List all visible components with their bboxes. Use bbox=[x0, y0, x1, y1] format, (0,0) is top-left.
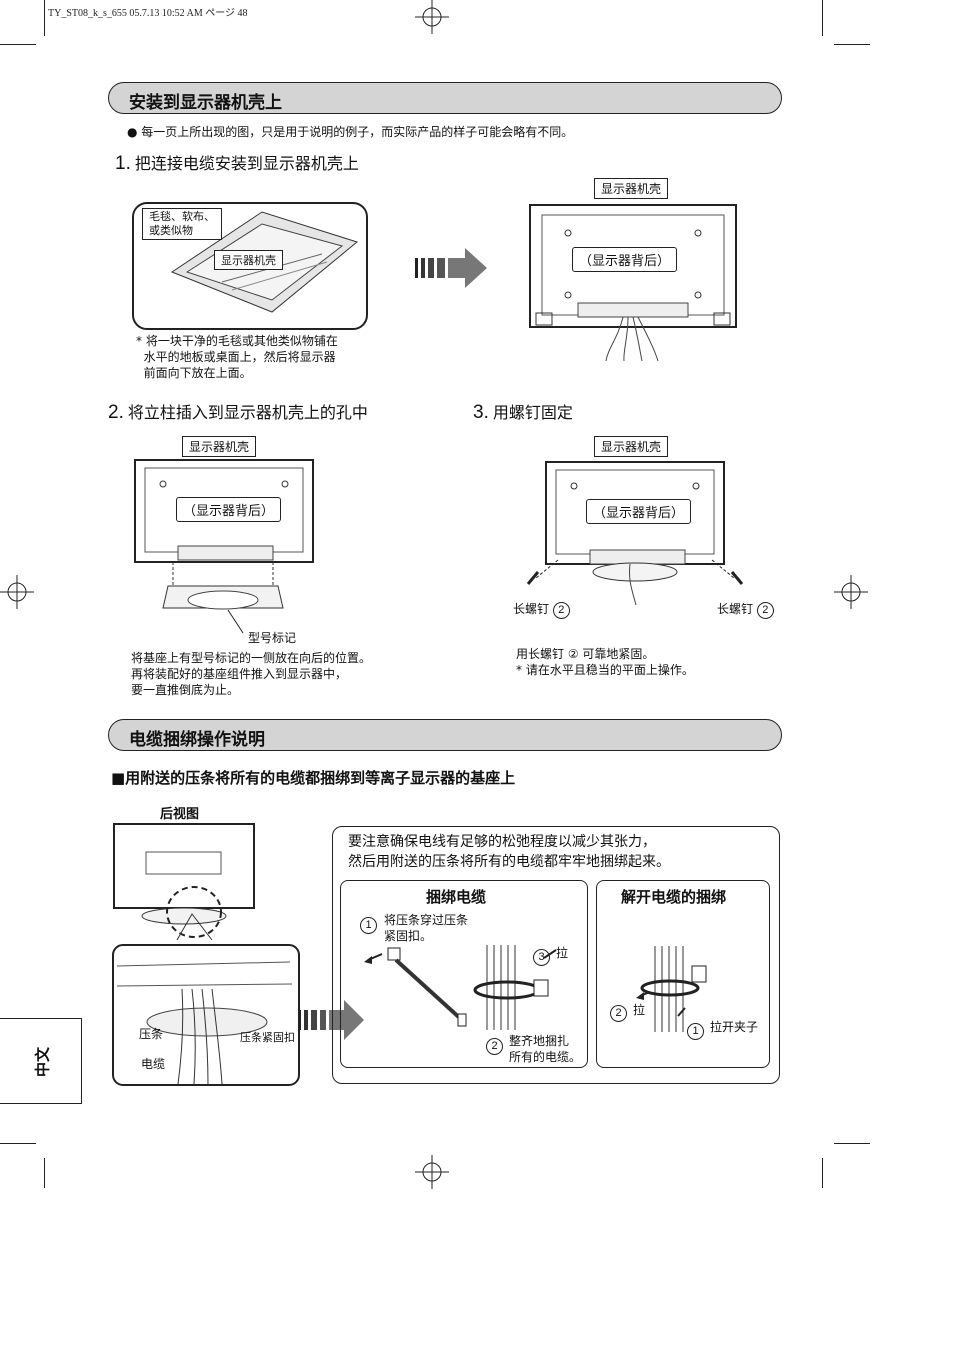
step-text: 用螺钉固定 bbox=[492, 403, 573, 422]
screw-text: 长螺钉 bbox=[513, 602, 550, 616]
crop-mark bbox=[834, 1143, 870, 1144]
language-tab: 中文 bbox=[0, 1018, 82, 1104]
bind-panel bbox=[340, 880, 588, 1068]
strip-label: 压条 bbox=[139, 1027, 164, 1041]
rear-label: （显示器背后） bbox=[176, 497, 282, 522]
step-number: 2 bbox=[486, 1038, 503, 1055]
cabinet-label: 显示器机壳 bbox=[594, 436, 669, 457]
print-header: TY_ST08_k_s_655 05.7.13 10:52 AM ページ 48 bbox=[48, 8, 248, 19]
unbind-step-2-text: 拉 bbox=[633, 1003, 646, 1017]
rear-label: （显示器背后） bbox=[572, 247, 678, 272]
registration-mark bbox=[415, 0, 449, 34]
stand-insert-illustration bbox=[134, 459, 314, 634]
screw-label-right: 长螺钉 2 bbox=[717, 601, 774, 619]
cabinet-label: 显示器机壳 bbox=[182, 436, 257, 457]
screw-label-left: 长螺钉 2 bbox=[513, 601, 570, 619]
section-title: 安装到显示器机壳上 bbox=[129, 93, 282, 113]
bind-title: 捆绑电缆 bbox=[426, 888, 487, 906]
section-title: 电缆捆绑操作说明 bbox=[129, 730, 265, 750]
cable-label: 电缆 bbox=[141, 1057, 166, 1071]
cabinet-label: 显示器机壳 bbox=[594, 178, 669, 199]
step-number: 1 bbox=[687, 1023, 704, 1040]
bind-step-1-text: 将压条穿过压条 紧固扣。 bbox=[384, 913, 469, 943]
unbind-title: 解开电缆的捆绑 bbox=[621, 888, 727, 906]
step-text: 把连接电缆安装到显示器机壳上 bbox=[134, 154, 359, 173]
registration-mark bbox=[415, 1155, 449, 1189]
unbind-step-1: 1 bbox=[687, 1019, 704, 1040]
screw-text: 长螺钉 bbox=[717, 602, 754, 616]
step-number: 1 bbox=[360, 917, 377, 934]
crop-mark bbox=[44, 1158, 45, 1188]
unbind-panel bbox=[596, 880, 770, 1068]
bind-step-1: 1 bbox=[360, 913, 377, 934]
section-banner-cable: 电缆捆绑操作说明 bbox=[108, 719, 782, 751]
arrow-right-icon bbox=[298, 1000, 364, 1040]
unbind-step-2: 2 bbox=[610, 1001, 627, 1022]
step-2-heading: 2.将立柱插入到显示器机壳上的孔中 bbox=[108, 399, 368, 424]
note: ● 每一页上所出现的图，只是用于说明的例子，而实际产品的样子可能会略有不同。 bbox=[127, 125, 574, 139]
crop-mark bbox=[822, 0, 823, 36]
unbind-illustration bbox=[636, 946, 707, 1032]
step-number: 3 bbox=[533, 949, 550, 966]
language-tab-label: 中文 bbox=[33, 1046, 52, 1078]
step-text: 将立柱插入到显示器机壳上的孔中 bbox=[127, 403, 368, 422]
screw-fix-illustration bbox=[526, 461, 744, 606]
cabinet-label: 显示器机壳 bbox=[214, 250, 283, 270]
registration-mark bbox=[0, 575, 34, 609]
bind-step-3-text: 拉 bbox=[556, 946, 569, 960]
model-mark-label: 型号标记 bbox=[248, 631, 297, 645]
cable-tie-illustration bbox=[364, 945, 557, 1030]
registration-mark bbox=[834, 575, 868, 609]
crop-mark bbox=[0, 1143, 36, 1144]
rear-label: （显示器背后） bbox=[586, 499, 692, 524]
step-number: 2 bbox=[610, 1005, 627, 1022]
clamp-label: 压条紧固扣 bbox=[240, 1031, 295, 1044]
step3-desc: 用长螺钉 ② 可靠地紧固。 * 请在水平且稳当的平面上操作。 bbox=[516, 647, 694, 677]
crop-mark bbox=[0, 44, 36, 45]
blanket-label: 毛毯、软布、 或类似物 bbox=[142, 208, 222, 240]
crop-mark bbox=[44, 0, 45, 36]
screw-number: 2 bbox=[756, 602, 774, 619]
tv-rear-illustration bbox=[529, 204, 737, 362]
bind-step-2: 2 bbox=[486, 1034, 503, 1055]
step-number: 1. bbox=[115, 153, 131, 174]
arrow-right-icon bbox=[415, 248, 487, 288]
step-1-heading: 1.把连接电缆安装到显示器机壳上 bbox=[115, 150, 359, 175]
rear-view-illustration bbox=[113, 823, 255, 941]
cable-closeup-illustration bbox=[112, 944, 300, 1086]
step-number: 2. bbox=[108, 402, 124, 423]
unbind-step-1-text: 拉开夹子 bbox=[710, 1020, 759, 1034]
step2-desc: 将基座上有型号标记的一侧放在向后的位置。 再将装配好的基座组件推入到显示器中， … bbox=[131, 651, 372, 697]
rear-view-label: 后视图 bbox=[160, 807, 200, 822]
crop-mark bbox=[822, 1158, 823, 1188]
step-3-heading: 3.用螺钉固定 bbox=[473, 399, 573, 424]
section-banner-install: 安装到显示器机壳上 bbox=[108, 82, 782, 114]
binding-instructions-box bbox=[332, 826, 780, 1084]
section-subtitle: ■用附送的压条将所有的电缆都捆绑到等离子显示器的基座上 bbox=[111, 769, 516, 787]
bind-step-2-text: 整齐地捆扎 所有的电缆。 bbox=[509, 1034, 582, 1064]
crop-mark bbox=[834, 44, 870, 45]
step1-footnote: * 将一块干净的毛毯或其他类似物铺在 水平的地板或桌面上，然后将显示器 前面向下… bbox=[136, 334, 338, 380]
screw-number: 2 bbox=[552, 602, 570, 619]
bind-step-3: 3 bbox=[533, 945, 550, 966]
box-text: 要注意确保电线有足够的松弛程度以减少其张力， 然后用附送的压条将所有的电缆都牢牢… bbox=[348, 834, 670, 870]
step-number: 3. bbox=[473, 402, 489, 423]
